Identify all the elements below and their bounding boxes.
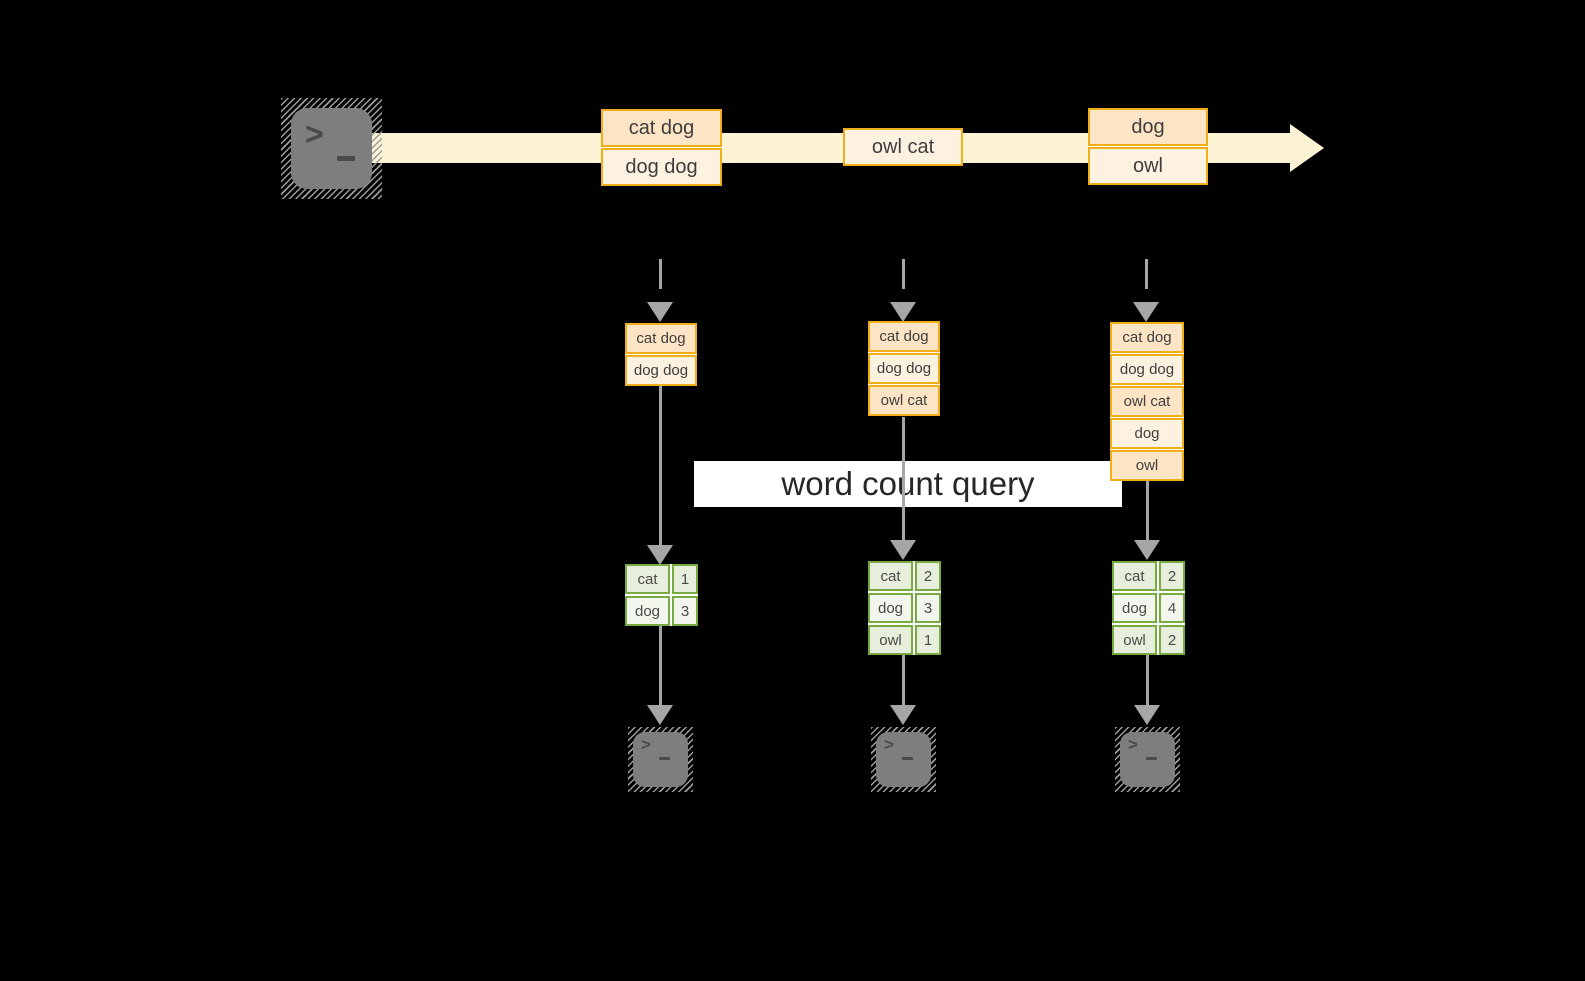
sink-terminal-icon: > bbox=[1115, 727, 1180, 792]
flow-line bbox=[902, 417, 905, 540]
count-table: cat 2 dog 3 owl 1 bbox=[868, 561, 941, 655]
buffer-row: dog dog bbox=[625, 355, 697, 386]
stream-event-line: cat dog bbox=[601, 109, 722, 147]
count-table: cat 1 dog 3 bbox=[625, 564, 698, 626]
count-word-cell: cat bbox=[1112, 561, 1157, 591]
prompt-chevron-icon: > bbox=[641, 735, 651, 754]
stream-event-line: owl bbox=[1088, 147, 1208, 185]
prompt-cursor-icon bbox=[337, 156, 355, 161]
prompt-cursor-icon bbox=[1146, 757, 1157, 760]
prompt-cursor-icon bbox=[659, 757, 670, 760]
buffer-row: owl bbox=[1110, 450, 1184, 481]
arrow-down-icon bbox=[647, 705, 673, 725]
count-word-cell: dog bbox=[868, 593, 913, 623]
buffer-stack: cat dog dog dog bbox=[625, 323, 697, 386]
count-word-cell: dog bbox=[625, 596, 670, 626]
buffer-row: dog dog bbox=[1110, 354, 1184, 385]
terminal-screen: > bbox=[633, 732, 688, 787]
count-value-cell: 3 bbox=[672, 596, 698, 626]
stream-event-line: owl cat bbox=[843, 128, 963, 166]
flow-line bbox=[1146, 481, 1149, 540]
arrow-down-icon bbox=[1134, 540, 1160, 560]
prompt-chevron-icon: > bbox=[884, 735, 894, 754]
arrow-right-icon bbox=[1290, 124, 1324, 172]
count-word-cell: owl bbox=[1112, 625, 1157, 655]
count-value-cell: 1 bbox=[672, 564, 698, 594]
flow-line bbox=[1146, 655, 1149, 705]
source-terminal-icon: > bbox=[281, 98, 382, 199]
count-value-cell: 2 bbox=[1159, 625, 1185, 655]
buffer-stack: cat dog dog dog owl cat bbox=[868, 321, 940, 416]
count-value-cell: 2 bbox=[1159, 561, 1185, 591]
count-value-cell: 4 bbox=[1159, 593, 1185, 623]
prompt-cursor-icon bbox=[902, 757, 913, 760]
prompt-chevron-icon: > bbox=[305, 116, 324, 152]
stream-event-box: cat dog dog dog bbox=[601, 109, 722, 186]
stream-event-box: dog owl bbox=[1088, 108, 1208, 185]
flow-line bbox=[902, 655, 905, 705]
terminal-screen: > bbox=[876, 732, 931, 787]
stream-event-line: dog dog bbox=[601, 148, 722, 186]
buffer-row: cat dog bbox=[1110, 322, 1184, 353]
count-word-cell: cat bbox=[625, 564, 670, 594]
count-word-cell: owl bbox=[868, 625, 913, 655]
prompt-chevron-icon: > bbox=[1128, 735, 1138, 754]
count-value-cell: 2 bbox=[915, 561, 941, 591]
arrow-down-icon bbox=[1134, 705, 1160, 725]
count-value-cell: 3 bbox=[915, 593, 941, 623]
stream-event-box: owl cat bbox=[843, 128, 963, 166]
count-table: cat 2 dog 4 owl 2 bbox=[1112, 561, 1185, 655]
dashed-arrow-down-icon bbox=[902, 259, 905, 289]
stream-event-line: dog bbox=[1088, 108, 1208, 146]
terminal-screen: > bbox=[291, 108, 372, 189]
count-word-cell: cat bbox=[868, 561, 913, 591]
arrow-down-icon bbox=[647, 545, 673, 565]
arrow-down-icon bbox=[890, 540, 916, 560]
buffer-row: owl cat bbox=[1110, 386, 1184, 417]
arrow-down-icon bbox=[647, 302, 673, 322]
count-value-cell: 1 bbox=[915, 625, 941, 655]
dashed-arrow-down-icon bbox=[659, 259, 662, 289]
query-banner: word count query bbox=[694, 461, 1122, 507]
flow-line bbox=[659, 626, 662, 705]
terminal-screen: > bbox=[1120, 732, 1175, 787]
buffer-stack: cat dog dog dog owl cat dog owl bbox=[1110, 322, 1184, 481]
buffer-row: cat dog bbox=[868, 321, 940, 352]
buffer-row: dog bbox=[1110, 418, 1184, 449]
buffer-row: dog dog bbox=[868, 353, 940, 384]
buffer-row: cat dog bbox=[625, 323, 697, 354]
arrow-down-icon bbox=[890, 302, 916, 322]
sink-terminal-icon: > bbox=[871, 727, 936, 792]
dashed-arrow-down-icon bbox=[1145, 259, 1148, 289]
query-banner-label: word count query bbox=[781, 465, 1035, 502]
arrow-down-icon bbox=[890, 705, 916, 725]
flow-line bbox=[659, 385, 662, 545]
count-word-cell: dog bbox=[1112, 593, 1157, 623]
buffer-row: owl cat bbox=[868, 385, 940, 416]
sink-terminal-icon: > bbox=[628, 727, 693, 792]
arrow-down-icon bbox=[1133, 302, 1159, 322]
